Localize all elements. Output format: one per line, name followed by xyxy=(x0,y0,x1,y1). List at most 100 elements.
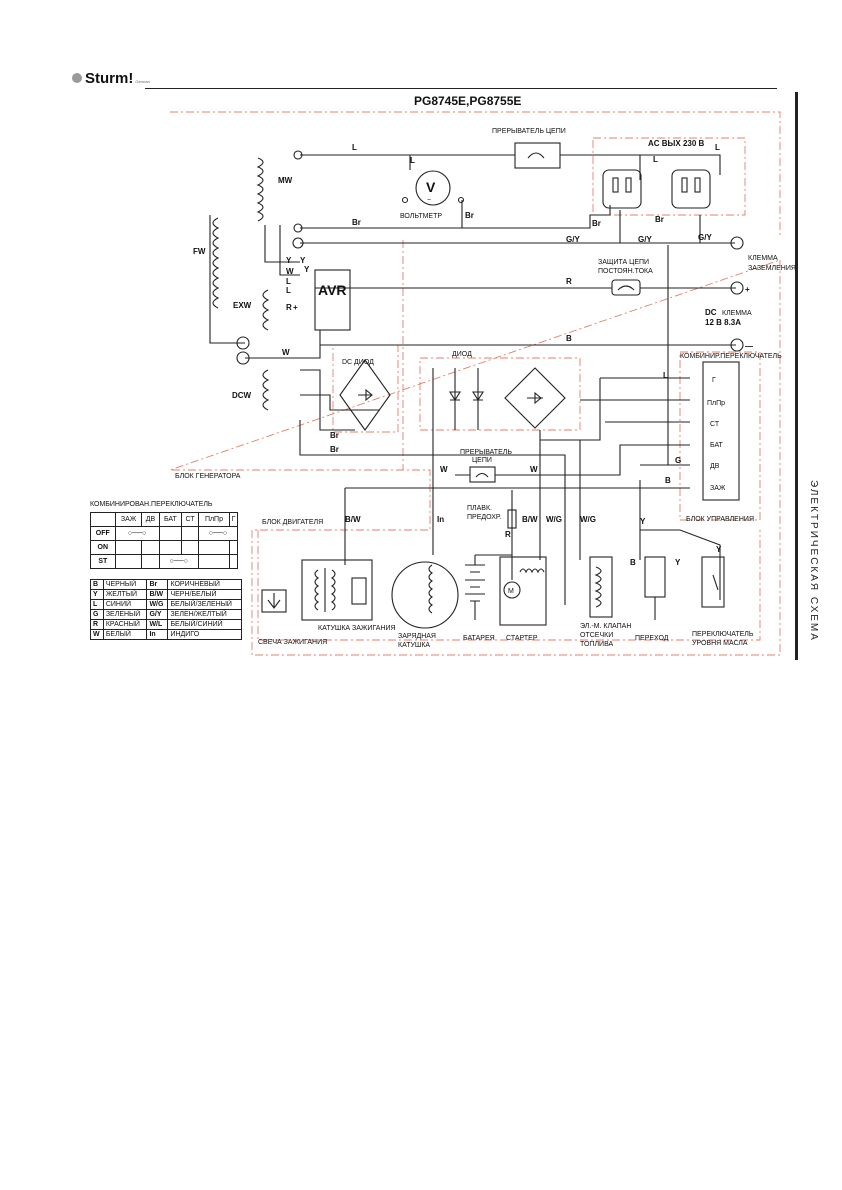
fuse-icon xyxy=(507,509,517,529)
label-charge-coil-2: КАТУШКА xyxy=(398,642,430,649)
wire-mw-avr xyxy=(264,225,300,276)
wire-l-top xyxy=(300,154,721,180)
wire-code-labels: L L L L Br Br Br Br G/Y G/Y G/Y R B Y Y … xyxy=(282,143,753,567)
label-voltmeter: ВОЛЬТМЕТР xyxy=(400,213,442,220)
ac-socket-2-icon xyxy=(671,169,711,209)
svg-text:W/G: W/G xyxy=(546,515,562,524)
svg-text:G/Y: G/Y xyxy=(698,233,712,242)
label-generator-block: БЛОК ГЕНЕРАТОРА xyxy=(175,473,241,480)
svg-text:B/W: B/W xyxy=(345,515,361,524)
svg-text:G/Y: G/Y xyxy=(566,235,580,244)
label-diode: ДИОД xyxy=(452,351,472,358)
dc-diode-bridge-icon xyxy=(339,359,391,431)
svg-text:ДВ: ДВ xyxy=(710,463,720,470)
model-title: PG8745E,PG8755E xyxy=(414,94,522,108)
dcw-coil xyxy=(262,369,270,411)
svg-text:B: B xyxy=(665,476,671,485)
mw-coil xyxy=(256,157,264,222)
label-transition: ПЕРЕХОД xyxy=(635,635,669,642)
voltmeter-icon: V ~ xyxy=(401,170,465,206)
svg-text:Br: Br xyxy=(352,218,361,227)
label-combo-switch: КОМБИНИР.ПЕРЕКЛЮЧАТЕЛЬ xyxy=(680,353,782,360)
label-dc-terminal-a: DC xyxy=(705,308,717,317)
label-charge-coil-1: ЗАРЯДНАЯ xyxy=(398,633,436,640)
switch-row-st: ST ○──○ xyxy=(90,554,238,569)
label-ground-2: ЗАЗЕМЛЕНИЯ xyxy=(748,265,796,272)
label-dc-diode: DC ДИОД xyxy=(342,359,374,366)
label-ground-1: КЛЕММА xyxy=(748,255,778,262)
svg-text:+: + xyxy=(745,285,750,294)
svg-text:R: R xyxy=(505,530,511,539)
side-title: ЭЛЕКТРИЧЕСКАЯ СХЕМА xyxy=(808,480,819,642)
legend-row: L СИНИЙ W/G БЕЛЫЙ/ЗЕЛЕНЫЙ xyxy=(90,599,242,610)
wire-ignition xyxy=(344,487,690,565)
svg-text:—: — xyxy=(745,342,753,351)
brand-name: Sturm! xyxy=(85,70,134,87)
svg-text:Y: Y xyxy=(286,256,292,265)
diode-pair-icon xyxy=(449,391,484,402)
svg-text:ЗАЖ: ЗАЖ xyxy=(710,485,726,492)
wire-gy xyxy=(300,210,735,244)
wire-w-breaker xyxy=(455,444,690,476)
avr-module: AVR xyxy=(314,269,351,331)
svg-text:G: G xyxy=(675,456,681,465)
switch-conn-icon: ○──○ xyxy=(197,526,239,541)
svg-text:L: L xyxy=(286,277,291,286)
svg-text:+: + xyxy=(293,303,298,312)
battery-icon xyxy=(465,555,485,620)
svg-text:Y: Y xyxy=(675,558,681,567)
label-dcw: DCW xyxy=(232,391,252,400)
dc-protect-icon xyxy=(611,279,641,296)
svg-text:Y: Y xyxy=(716,545,722,554)
svg-text:V: V xyxy=(426,179,436,195)
svg-text:B/W: B/W xyxy=(522,515,538,524)
label-fuel-valve-3: ТОПЛИВА xyxy=(580,641,613,648)
label-oil-switch-2: УРОВНЯ МАСЛА xyxy=(692,640,748,647)
starter-icon: M xyxy=(499,556,547,626)
svg-text:СТ: СТ xyxy=(710,421,720,428)
diode-bridge-icon xyxy=(504,367,566,429)
transition-icon xyxy=(644,556,666,620)
oil-switch-icon xyxy=(701,556,725,608)
svg-text:R: R xyxy=(286,303,292,312)
control-terminal-block: Г ПлПр СТ БАТ ДВ ЗАЖ xyxy=(702,361,740,501)
breaker-2-icon xyxy=(469,466,496,483)
label-dc-protect-1: ЗАЩИТА ЦЕПИ xyxy=(598,259,649,266)
label-fuse-2: ПРЕДОХР. xyxy=(467,514,501,521)
label-fuse-1: ПЛАВК. xyxy=(467,505,492,512)
fuel-valve-icon xyxy=(589,556,613,618)
switch-row-on: ON xyxy=(90,540,238,555)
legend-row: B ЧЕРНЫЙ Br КОРИЧНЕВЫЙ xyxy=(90,579,242,590)
switch-conn-icon: ○──○ xyxy=(114,526,160,541)
switch-state-table: ЗАЖ ДВ БАТ СТ ПлПр Г OFF ○──○ ○──○ ON ST… xyxy=(90,512,239,569)
legend-row: R КРАСНЫЙ W/L БЕЛЫЙ/СИНИЙ xyxy=(90,619,242,630)
legend-row: W БЕЛЫЙ In ИНДИГО xyxy=(90,629,242,640)
ac-socket-1-icon xyxy=(602,169,642,209)
header-rule xyxy=(145,88,777,89)
engine-block-outline xyxy=(257,530,761,641)
exw-coil xyxy=(262,289,270,331)
wiring-schematic: V ~ AVR xyxy=(169,111,796,656)
svg-text:M: M xyxy=(508,588,514,595)
svg-text:AVR: AVR xyxy=(318,282,347,298)
label-oil-switch-1: ПЕРЕКЛЮЧАТЕЛЬ xyxy=(692,631,754,638)
brand-logo: Sturm! German xyxy=(72,70,150,87)
svg-text:Y: Y xyxy=(300,256,306,265)
svg-text:~: ~ xyxy=(427,197,431,204)
svg-text:In: In xyxy=(437,515,444,524)
svg-text:W: W xyxy=(282,348,290,357)
svg-text:R: R xyxy=(566,277,572,286)
svg-text:W: W xyxy=(286,267,294,276)
label-fuel-valve-2: ОТСЕЧКИ xyxy=(580,632,613,639)
svg-text:Y: Y xyxy=(304,265,310,274)
label-breaker2-2: ЦЕПИ xyxy=(472,457,492,464)
wire-wg xyxy=(539,430,581,560)
terminal-circles xyxy=(236,150,744,365)
control-block-outline xyxy=(679,351,761,521)
label-mw: MW xyxy=(278,176,293,185)
switch-table-title: КОМБИНИРОВАН.ПЕРЕКЛЮЧАТЕЛЬ xyxy=(90,501,213,508)
label-spark-plug: СВЕЧА ЗАЖИГАНИЯ xyxy=(258,639,327,646)
svg-text:G/Y: G/Y xyxy=(638,235,652,244)
label-ignition-coil: КАТУШКА ЗАЖИГАНИЯ xyxy=(318,625,396,632)
ac-output-outline xyxy=(592,137,746,216)
